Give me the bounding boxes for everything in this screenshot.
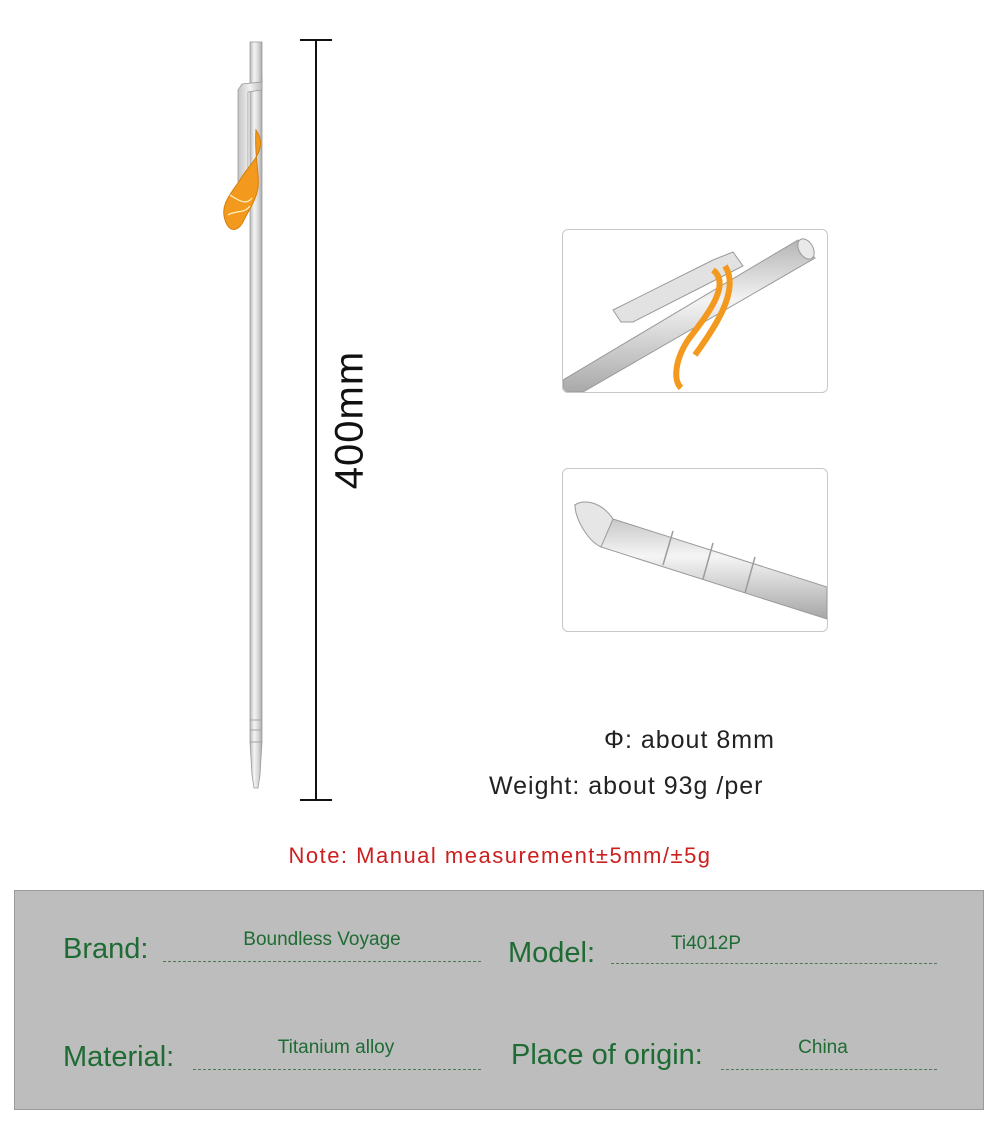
product-info-box: Brand: Boundless Voyage Model: Ti4012P M… — [14, 890, 984, 1110]
brand-value: Boundless Voyage — [243, 929, 401, 950]
tent-stake-image — [223, 39, 332, 801]
brand-label: Brand: — [63, 933, 149, 965]
material-underline — [193, 1069, 481, 1070]
stake-tip — [249, 741, 263, 789]
origin-label: Place of origin: — [511, 1039, 703, 1071]
weight-spec: Weight: about 93g /per — [489, 772, 764, 800]
hook-detail-illustration — [563, 238, 816, 392]
origin-underline — [721, 1069, 937, 1070]
diameter-spec: Φ: about 8mm — [604, 726, 775, 754]
orange-cord — [223, 128, 262, 230]
brand-underline — [163, 961, 481, 962]
origin-value: China — [798, 1037, 848, 1058]
material-label: Material: — [63, 1041, 175, 1073]
model-underline — [611, 963, 937, 964]
model-label: Model: — [508, 937, 596, 969]
length-dimension-label: 400mm — [327, 350, 372, 490]
model-value: Ti4012P — [670, 933, 742, 954]
measurement-note: Note: Manual measurement±5mm/±5g — [288, 843, 712, 868]
tip-detail-photo — [562, 468, 828, 632]
material-value: Titanium alloy — [277, 1037, 395, 1058]
tip-detail-illustration — [573, 501, 827, 620]
hook-detail-photo — [562, 229, 828, 393]
